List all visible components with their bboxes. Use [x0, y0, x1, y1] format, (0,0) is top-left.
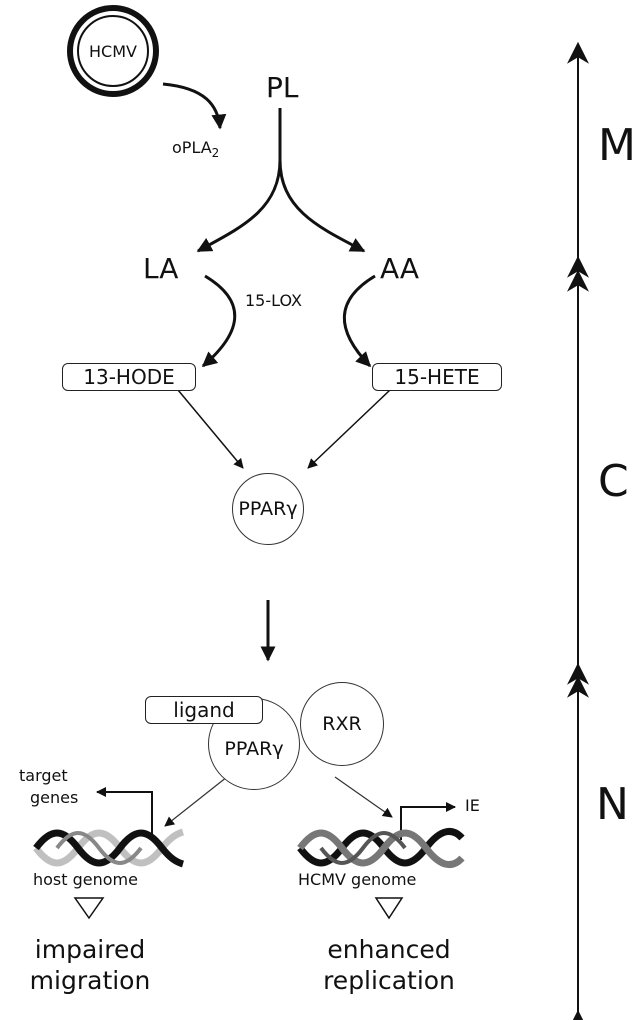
la-to-13hode-arrow [201, 274, 237, 368]
virus-activation-arrow [162, 82, 227, 130]
complex-to-viral-arrow [334, 776, 393, 818]
pl-to-aa-arrow [278, 159, 366, 253]
hcmv-virion [67, 5, 159, 97]
ppar-gamma-node: PPARγ [232, 473, 304, 545]
nucleus-zone-label: N [596, 779, 629, 830]
rxr-label: RXR [322, 713, 362, 735]
ie-transcription-arrow [400, 802, 456, 840]
complex-to-host-arrow [164, 772, 233, 827]
aa-label: AA [380, 252, 420, 285]
genes-label: genes [30, 788, 79, 807]
opla2-label: oPLA2 [172, 138, 220, 161]
migration-text: migration [29, 966, 151, 996]
ligand-box: ligand [145, 696, 263, 724]
viral-outcome-triangle [374, 897, 404, 920]
hcmv-label: HCMV [89, 42, 137, 61]
membrane-zone-label: M [598, 120, 636, 171]
13hode-box: 13-HODE [62, 363, 196, 391]
opla2-subscript: 2 [211, 146, 220, 161]
la-label: LA [143, 252, 179, 285]
host-outcome-triangle [73, 897, 105, 920]
host-genome-label: host genome [33, 870, 138, 889]
ie-label: IE [465, 796, 480, 815]
cytoplasm-zone-label: C [598, 456, 629, 507]
complex-ppar-label: PPARγ [224, 738, 284, 760]
target-label: target [19, 766, 68, 785]
15hete-box: 15-HETE [372, 363, 502, 391]
15hete-to-ppar-arrow [307, 389, 391, 469]
aa-to-15hete-arrow [342, 274, 376, 368]
pl-to-la-arrow [196, 108, 282, 253]
13hode-to-ppar-arrow [177, 389, 244, 469]
hcmv-dna-helix [297, 828, 465, 868]
15lox-label: 15-LOX [245, 291, 303, 310]
viral-outcome-label: enhanced replication [316, 934, 462, 997]
opla2-text: oPLA [172, 138, 212, 157]
host-outcome-label: impaired migration [20, 934, 160, 997]
ppar-gamma-label: PPARγ [238, 498, 298, 520]
host-dna-helix [33, 828, 185, 868]
rxr-node: RXR [300, 682, 384, 766]
pl-label: PL [266, 71, 299, 104]
hcmv-genome-label: HCMV genome [298, 870, 417, 889]
replication-text: replication [323, 966, 455, 996]
target-genes-transcription-arrow [96, 787, 153, 840]
enhanced-text: enhanced [327, 935, 451, 964]
impaired-text: impaired [34, 935, 146, 964]
